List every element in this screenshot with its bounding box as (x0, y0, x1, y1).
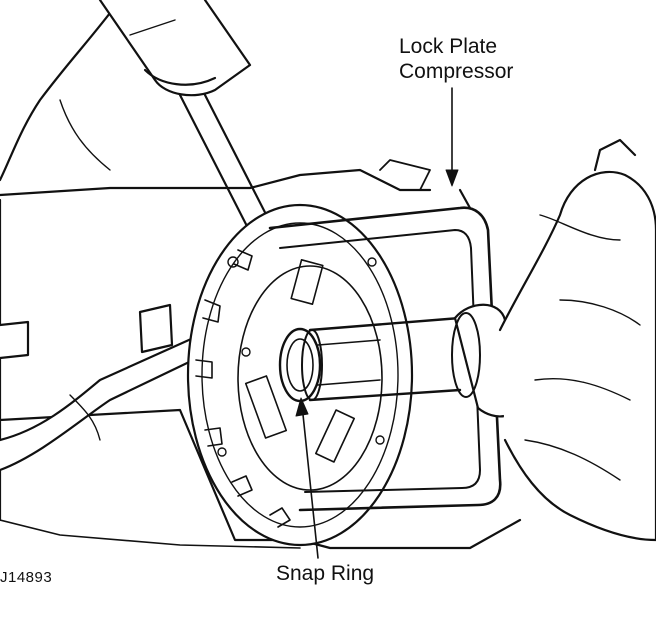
column-housing-lower (0, 520, 300, 548)
tab-left-1 (0, 322, 28, 358)
tab-left-2 (140, 305, 172, 352)
right-hand (500, 172, 656, 540)
plate-slot-3 (291, 260, 323, 304)
label-snap-ring: Snap Ring (276, 562, 375, 585)
screwdriver-handle-top (100, 0, 250, 95)
label-lock-plate-line1: Lock Plate (399, 35, 498, 58)
leader-snap-ring (302, 405, 318, 558)
screwdriver-lower (0, 335, 210, 470)
left-hand-upper (0, 0, 120, 180)
label-lock-plate-line2: Compressor (399, 60, 514, 83)
plate-slot-1 (246, 376, 287, 438)
compressor-tube (310, 318, 460, 400)
screwdriver-handle-ring (145, 70, 215, 85)
plate-slot-2 (316, 410, 354, 462)
figure-id: J14893 (0, 569, 53, 586)
left-hand-fold (60, 100, 110, 170)
